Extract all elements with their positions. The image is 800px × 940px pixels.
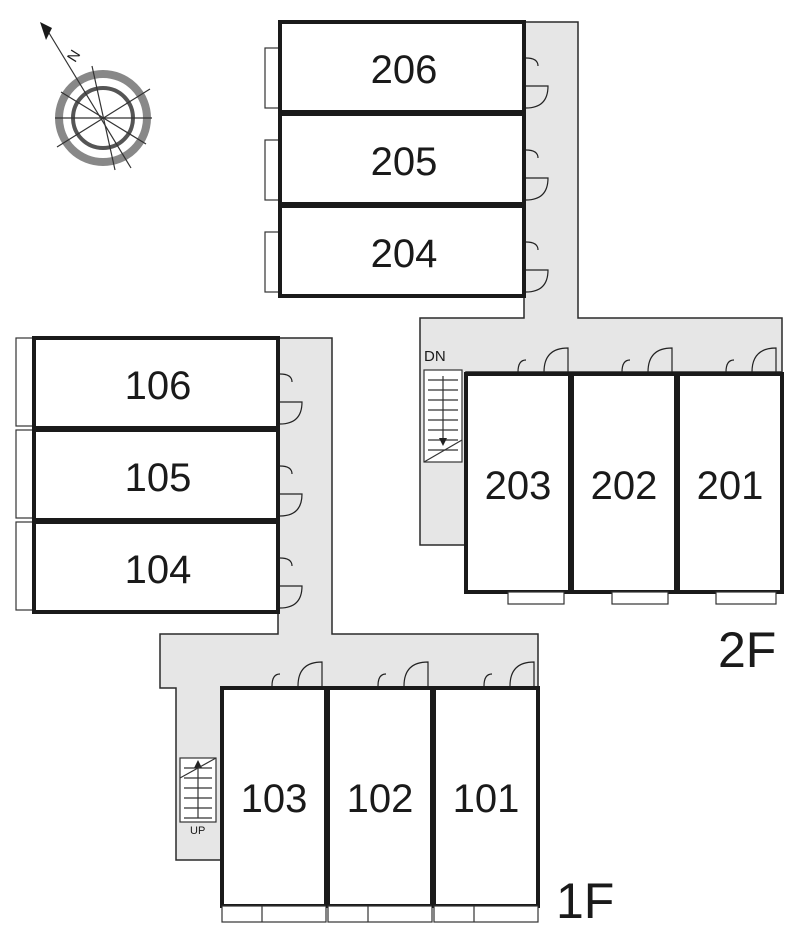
- staircase-2f-icon: [423, 369, 463, 463]
- unit-103-number: 103: [241, 777, 308, 821]
- unit-201[interactable]: 201: [676, 347, 784, 605]
- unit-104-number: 104: [125, 548, 192, 592]
- unit-106[interactable]: 106: [15, 336, 303, 430]
- staircase-1f-icon: [179, 757, 217, 823]
- unit-205[interactable]: 205: [264, 112, 549, 206]
- unit-205-number: 205: [371, 140, 438, 184]
- second-floor-plan: DN 206 205 204 203: [264, 20, 784, 678]
- unit-204-number: 204: [371, 232, 438, 276]
- unit-105-number: 105: [125, 456, 192, 500]
- unit-202-number: 202: [591, 464, 658, 508]
- unit-203-number: 203: [485, 464, 552, 508]
- unit-103[interactable]: 103: [220, 661, 328, 923]
- unit-204[interactable]: 204: [264, 204, 549, 298]
- stair-label-up: UP: [190, 825, 205, 837]
- unit-206[interactable]: 206: [264, 20, 549, 114]
- first-floor-plan: UP 106 105 104 103: [15, 336, 614, 929]
- compass-needle-icon: [45, 27, 132, 169]
- unit-203[interactable]: 203: [464, 347, 572, 605]
- unit-106-number: 106: [125, 364, 192, 408]
- unit-101[interactable]: 101: [432, 661, 540, 923]
- floor-label-2f: 2F: [718, 622, 776, 678]
- unit-202[interactable]: 202: [570, 347, 678, 605]
- unit-101-number: 101: [453, 777, 520, 821]
- unit-102-number: 102: [347, 777, 414, 821]
- stair-label-dn: DN: [424, 348, 446, 365]
- floor-label-1f: 1F: [556, 873, 614, 929]
- unit-105[interactable]: 105: [15, 428, 303, 522]
- unit-104[interactable]: 104: [15, 520, 303, 614]
- unit-102[interactable]: 102: [326, 661, 434, 923]
- unit-206-number: 206: [371, 48, 438, 92]
- unit-201-number: 201: [697, 464, 764, 508]
- compass-rose-icon: N: [40, 22, 152, 171]
